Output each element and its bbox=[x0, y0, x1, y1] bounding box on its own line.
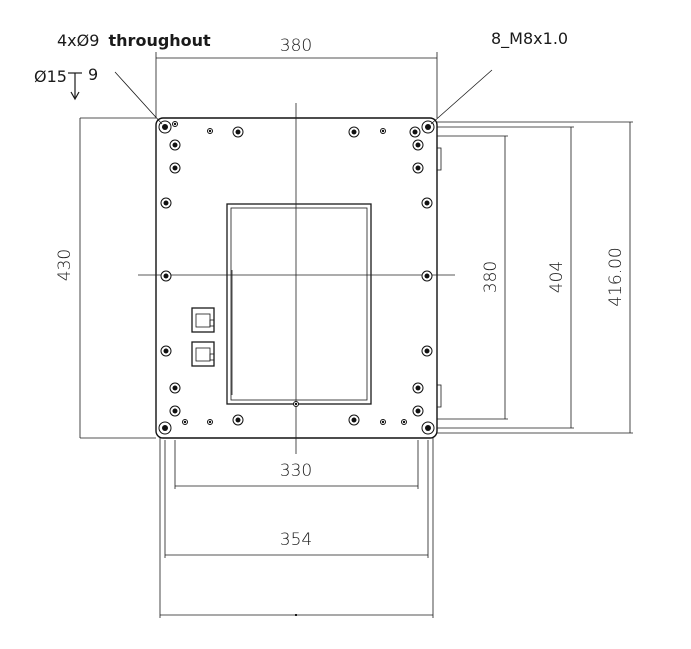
dim-bottom-outer bbox=[159, 438, 434, 618]
dim-left-height: 430 bbox=[55, 117, 156, 439]
counterbore-depth-text: 9 bbox=[88, 65, 98, 84]
through-hole-bottom-right bbox=[421, 421, 435, 435]
counterbore-diameter-text: Ø15 bbox=[34, 67, 67, 86]
dim-bottom-middle-value: 354 bbox=[280, 530, 312, 550]
through-hole-bottom-left bbox=[158, 421, 172, 435]
dim-right-middle: 404 bbox=[437, 126, 574, 429]
tapped-hole-leader bbox=[430, 69, 493, 125]
plate-side-tab-lower bbox=[436, 384, 442, 408]
connector-port-lower bbox=[191, 341, 215, 367]
through-hole-leader bbox=[114, 71, 163, 125]
connector-port-upper bbox=[191, 307, 215, 333]
dim-right-outer-value: 416.00 bbox=[606, 247, 626, 306]
plate-side-tab-upper bbox=[436, 147, 442, 171]
dim-right-inner-value: 380 bbox=[481, 261, 501, 293]
svg-text:4xØ9 throughout: 4xØ9 throughout bbox=[57, 31, 211, 50]
dim-bottom-inner: 330 bbox=[174, 440, 419, 489]
tapped-hole-callout: 8_M8x1.0 bbox=[430, 29, 568, 125]
through-hole-throughout-text: throughout bbox=[109, 31, 212, 50]
counterbore-depth-symbol bbox=[68, 72, 82, 101]
window-inner bbox=[230, 207, 368, 401]
dim-bottom-middle: 354 bbox=[164, 440, 429, 558]
through-hole-callout: 4xØ9 throughout Ø15 9 bbox=[34, 31, 211, 125]
dim-right-outer: 416.00 bbox=[437, 121, 633, 434]
dim-right-inner: 380 bbox=[437, 135, 508, 420]
dim-bottom-inner-value: 330 bbox=[280, 461, 312, 481]
through-hole-count-text: 4xØ9 bbox=[57, 31, 99, 50]
hole-group bbox=[158, 120, 435, 435]
dim-top-width: 380 bbox=[155, 36, 438, 118]
plate-outline bbox=[155, 117, 438, 439]
dim-right-middle-value: 404 bbox=[547, 261, 567, 293]
dim-left-height-value: 430 bbox=[55, 249, 75, 281]
dim-top-width-value: 380 bbox=[280, 36, 312, 56]
tapped-hole-text: 8_M8x1.0 bbox=[491, 29, 568, 49]
